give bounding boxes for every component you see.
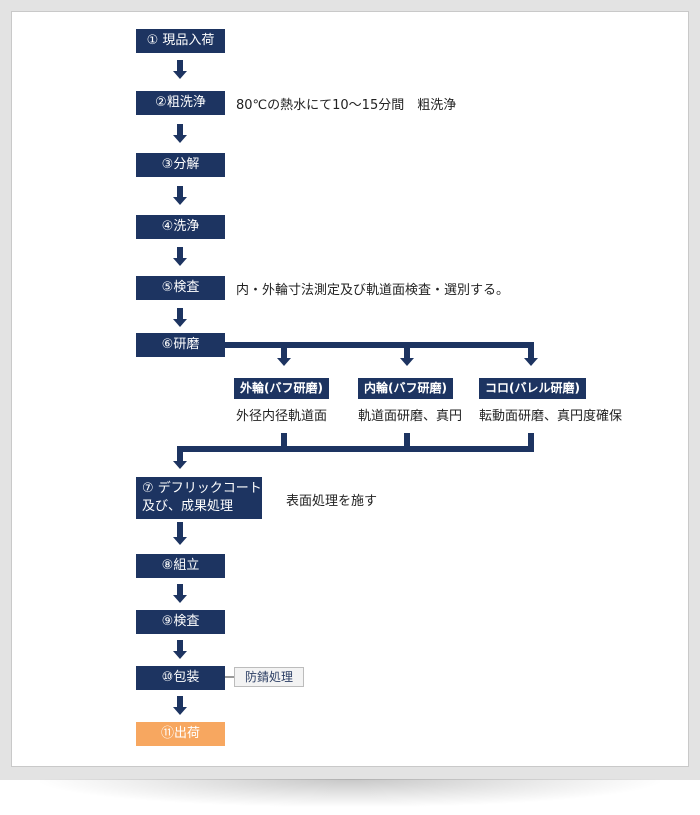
- arrow-7-8-shaft: [177, 522, 183, 537]
- step-2-rough-wash: ②粗洗浄: [136, 91, 225, 115]
- step-11-shipping: ⑪出荷: [136, 722, 225, 746]
- branch-roller-title: コロ(バレル研磨): [479, 378, 586, 399]
- step-3-disassembly: ③分解: [136, 153, 225, 177]
- branch-outer-ring-title: 外輪(バフ研磨): [234, 378, 329, 399]
- merge-drop-roller: [528, 433, 534, 451]
- step-7-label-line1: ⑦ デフリックコート: [142, 481, 262, 496]
- branch-inner-ring-title: 内輪(バフ研磨): [358, 378, 453, 399]
- arrow-3-4-shaft: [177, 186, 183, 197]
- rust-prevention-tag: 防錆処理: [234, 667, 304, 687]
- arrow-merge-7-shaft: [177, 449, 183, 461]
- tag-connector: [225, 676, 234, 678]
- arrow-5-6-shaft: [177, 308, 183, 319]
- drop-shadow: [40, 779, 660, 807]
- arrow-2-3-head: [173, 135, 187, 143]
- step-1-receiving: ① 現品入荷: [136, 29, 225, 53]
- arrow-branch-roller-shaft: [528, 345, 534, 358]
- step-8-assembly: ⑧組立: [136, 554, 225, 578]
- arrow-branch-outer-head: [277, 358, 291, 366]
- step-7-label-line2: 及び、成果処理: [142, 499, 234, 514]
- step-4-wash: ④洗浄: [136, 215, 225, 239]
- step-7-note: 表面処理を施す: [286, 494, 378, 509]
- arrow-2-3-shaft: [177, 124, 183, 135]
- arrow-7-8-head: [173, 537, 187, 545]
- step-5-inspection: ⑤検査: [136, 276, 225, 300]
- arrow-3-4-head: [173, 197, 187, 205]
- arrow-branch-inner-head: [400, 358, 414, 366]
- branch-roller-desc: 転動面研磨、真円度確保: [479, 409, 623, 424]
- merge-drop-inner: [404, 433, 410, 451]
- arrow-4-5-shaft: [177, 247, 183, 258]
- branch-outer-ring-desc: 外径内径軌道面: [236, 409, 328, 424]
- step-5-note: 内・外輪寸法測定及び軌道面検査・選別する。: [236, 283, 510, 298]
- arrow-4-5-head: [173, 258, 187, 266]
- merge-line: [177, 446, 534, 452]
- arrow-merge-7-head: [173, 461, 187, 469]
- arrow-5-6-head: [173, 319, 187, 327]
- arrow-8-9-shaft: [177, 584, 183, 595]
- arrow-branch-outer-shaft: [281, 345, 287, 358]
- arrow-branch-roller-head: [524, 358, 538, 366]
- arrow-1-2-shaft: [177, 60, 183, 71]
- flow-connectors: [173, 60, 538, 715]
- arrow-8-9-head: [173, 595, 187, 603]
- branch-split-line: [225, 342, 534, 348]
- arrow-9-10-shaft: [177, 640, 183, 651]
- branch-inner-ring-desc: 軌道面研磨、真円: [358, 409, 463, 424]
- step-2-note: 80℃の熱水にて10～15分間 粗洗浄: [236, 98, 457, 113]
- arrow-1-2-head: [173, 71, 187, 79]
- step-10-packaging: ⑩包装: [136, 666, 225, 690]
- step-6-polishing: ⑥研磨: [136, 333, 225, 357]
- arrow-10-11-head: [173, 707, 187, 715]
- merge-drop-outer: [281, 433, 287, 451]
- step-7-coating: ⑦ デフリックコート 及び、成果処理: [136, 477, 262, 519]
- arrow-10-11-shaft: [177, 696, 183, 707]
- step-9-inspection: ⑨検査: [136, 610, 225, 634]
- arrow-branch-inner-shaft: [404, 345, 410, 358]
- arrow-9-10-head: [173, 651, 187, 659]
